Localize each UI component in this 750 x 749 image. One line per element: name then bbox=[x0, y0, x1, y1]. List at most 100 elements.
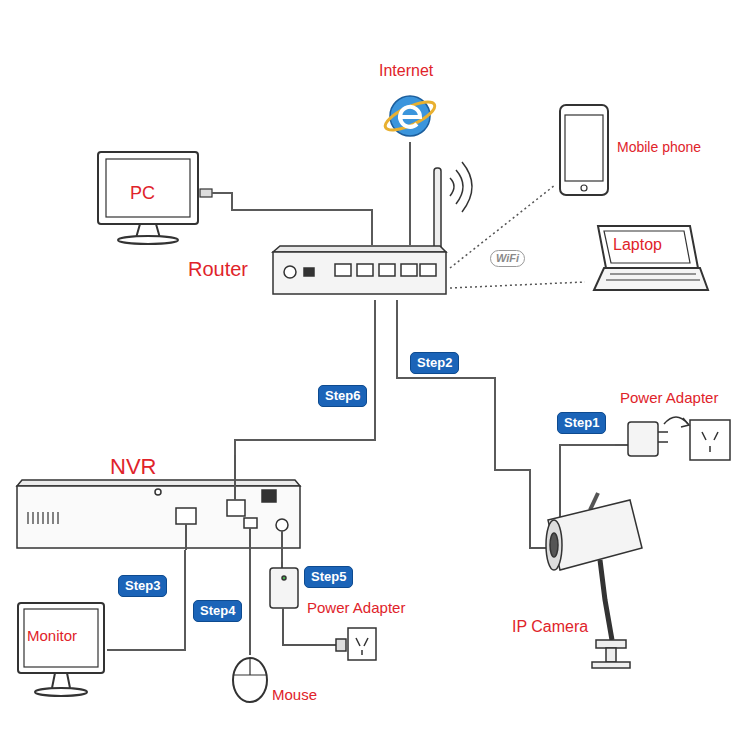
cable bbox=[235, 300, 375, 455]
device-label: IP Camera bbox=[512, 618, 588, 636]
drawing-part bbox=[304, 268, 314, 276]
drawing-part bbox=[628, 422, 658, 456]
drawing-part bbox=[348, 628, 376, 660]
mouse-node: Mouse bbox=[222, 655, 322, 707]
drawing-part bbox=[262, 490, 276, 502]
drawing-part bbox=[606, 648, 616, 662]
cable bbox=[107, 550, 185, 650]
drawing-part bbox=[118, 236, 178, 244]
drawing-part bbox=[336, 639, 346, 651]
badge-anchor: Step6 bbox=[318, 385, 367, 407]
cable bbox=[249, 550, 251, 655]
mouse-icon bbox=[233, 658, 267, 702]
device-label: Router bbox=[188, 258, 248, 280]
drawing-part bbox=[281, 562, 283, 568]
drawing-part bbox=[598, 226, 698, 268]
drawing-part bbox=[379, 264, 395, 276]
drawing-part bbox=[282, 576, 286, 580]
step-badge: Step6 bbox=[318, 385, 367, 407]
wireless-link bbox=[450, 282, 585, 288]
drawing-part bbox=[155, 489, 161, 495]
device-label: Mobile phone bbox=[617, 140, 701, 155]
drawing-part bbox=[581, 185, 587, 191]
drawing-part bbox=[284, 266, 296, 278]
camera-node: IP Camera bbox=[510, 490, 650, 670]
drawing-part bbox=[401, 264, 417, 276]
phone-icon bbox=[560, 105, 608, 195]
drawing-part bbox=[106, 159, 190, 217]
device-label: PC bbox=[130, 184, 155, 204]
step-badge: Step4 bbox=[193, 600, 242, 622]
drawing-part bbox=[400, 107, 420, 127]
drawing-part bbox=[594, 268, 708, 290]
step-badge: Step3 bbox=[118, 575, 167, 597]
drawing-part bbox=[227, 500, 245, 516]
device-label: Internet bbox=[379, 62, 433, 80]
drawing-part bbox=[690, 420, 730, 460]
phone-node: Mobile phone bbox=[555, 100, 720, 200]
drawing-part bbox=[35, 688, 87, 696]
router-node: Router bbox=[188, 245, 450, 300]
internet-node: Internet bbox=[365, 62, 455, 142]
drawing-part bbox=[357, 264, 373, 276]
device-label: Laptop bbox=[613, 236, 662, 254]
drawing-part bbox=[596, 640, 626, 648]
drawing-part bbox=[24, 609, 98, 667]
drawing-part bbox=[450, 162, 472, 212]
badge-anchor: Step1 bbox=[557, 412, 606, 434]
drawing-part bbox=[244, 518, 257, 528]
drawing-part bbox=[186, 455, 282, 550]
cable bbox=[212, 193, 372, 245]
device-label: NVR bbox=[110, 455, 156, 479]
drawing-part bbox=[681, 418, 689, 427]
step-badge: Step5 bbox=[304, 566, 353, 588]
nvr-device bbox=[17, 455, 300, 550]
drawing-part bbox=[200, 189, 212, 197]
drawing-part bbox=[335, 264, 351, 276]
cable bbox=[409, 142, 411, 245]
laptop-icon bbox=[594, 226, 708, 290]
drawing-part bbox=[273, 246, 446, 252]
cable bbox=[397, 300, 530, 490]
globe-icon bbox=[382, 96, 439, 136]
wifi-logo: WiFi bbox=[490, 250, 525, 267]
drawing-part bbox=[434, 168, 441, 250]
drawing-part bbox=[17, 486, 300, 548]
drawing-part bbox=[600, 560, 612, 640]
drawing-part bbox=[17, 480, 300, 486]
badge-anchor: Step2 bbox=[410, 352, 459, 374]
drawing-part bbox=[420, 264, 436, 276]
drawing-part bbox=[176, 508, 196, 524]
camera-icon bbox=[530, 490, 642, 668]
drawing-part bbox=[234, 658, 266, 675]
badge-anchor: Step5 bbox=[304, 566, 353, 588]
drawing-part bbox=[233, 658, 267, 702]
adapter-icon bbox=[615, 417, 730, 460]
laptop-node: Laptop bbox=[585, 222, 705, 300]
badge-anchor: Step3 bbox=[118, 575, 167, 597]
drawing-part bbox=[273, 252, 446, 294]
drawing-part bbox=[606, 274, 700, 280]
drawing-part bbox=[382, 96, 439, 135]
wireless-link bbox=[450, 185, 555, 268]
drawing-part bbox=[565, 115, 603, 181]
drawing-part bbox=[356, 638, 368, 655]
nvr-node: NVR bbox=[15, 455, 302, 550]
monitor-node: Monitor bbox=[15, 600, 107, 705]
badge-anchor: Step4 bbox=[193, 600, 242, 622]
step-badge: Step1 bbox=[557, 412, 606, 434]
pc-monitor bbox=[98, 152, 212, 244]
drawing-part bbox=[18, 603, 104, 673]
drawing-part bbox=[546, 520, 562, 570]
drawing-part bbox=[52, 673, 70, 688]
drawing-part bbox=[658, 432, 668, 442]
monitor-icon bbox=[18, 603, 104, 696]
drawing-part bbox=[702, 432, 718, 452]
step-badge: Step2 bbox=[410, 352, 459, 374]
device-label: Monitor bbox=[27, 628, 77, 645]
drawing-part bbox=[98, 152, 198, 224]
cable bbox=[281, 550, 283, 562]
drawing-part bbox=[276, 519, 288, 531]
